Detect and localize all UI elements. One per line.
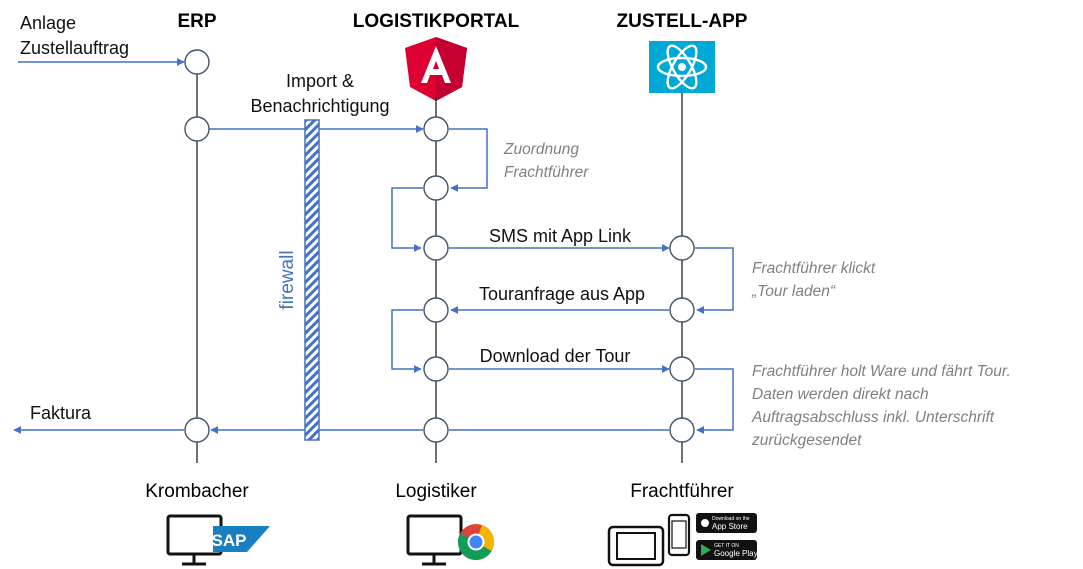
lane-header-erp: ERP (177, 11, 216, 32)
phone-icon (667, 513, 691, 557)
message-sms: SMS mit App Link (489, 226, 632, 246)
message-anlage-line2: Zustellauftrag (20, 38, 129, 58)
lane-header-app: ZUSTELL-APP (617, 11, 748, 32)
sap-logo-text: SAP (212, 531, 247, 550)
note-klickt-line1: Frachtführer klickt (752, 260, 876, 277)
node-portal-1 (423, 116, 449, 142)
node-portal-5 (423, 356, 449, 382)
loop-zuordnung (449, 128, 488, 192)
node-portal-6 (423, 417, 449, 443)
message-import-line1: Import & (286, 71, 354, 91)
note-klickt-line2: „Tour laden“ (751, 283, 836, 300)
google-play-small-text: GET IT ON (714, 543, 739, 549)
angular-logo (405, 37, 467, 101)
node-portal-4 (423, 297, 449, 323)
actor-erp: Krombacher (145, 481, 249, 502)
note-zuordnung-line1: Zuordnung (503, 141, 579, 158)
tablet-icon (607, 525, 665, 567)
node-erp-3 (184, 417, 210, 443)
chrome-icon (457, 524, 495, 561)
note-zuordnung-line2: Frachtführer (504, 164, 589, 181)
message-import-line2: Benachrichtigung (250, 96, 389, 116)
app-store-small-text: Download on the (712, 516, 750, 522)
firewall-label: firewall (277, 250, 298, 309)
node-portal-3 (423, 235, 449, 261)
app-store-big-text: App Store (712, 522, 748, 531)
note-holt-line3: Auftragsabschluss inkl. Unterschrift (751, 409, 995, 426)
google-play-badge: GET IT ON Google Play (696, 540, 758, 560)
node-erp-1 (184, 49, 210, 75)
node-app-3 (669, 356, 695, 382)
node-portal-2 (423, 175, 449, 201)
node-app-4 (669, 417, 695, 443)
google-play-big-text: Google Play (714, 549, 758, 558)
note-holt-line1: Frachtführer holt Ware und fährt Tour. (752, 363, 1011, 380)
loop-tour-laden (695, 247, 734, 314)
monitor-icon (406, 514, 463, 566)
message-faktura: Faktura (30, 403, 92, 423)
note-holt-line2: Daten werden direkt nach (752, 386, 929, 403)
node-app-2 (669, 297, 695, 323)
nodes (184, 49, 695, 443)
node-app-1 (669, 235, 695, 261)
sap-logo: SAP (212, 526, 270, 552)
lane-header-portal: LOGISTIKPORTAL (353, 11, 520, 32)
message-anlage-line1: Anlage (20, 13, 76, 33)
react-logo (649, 41, 715, 93)
message-download: Download der Tour (480, 346, 631, 366)
message-touranfrage: Touranfrage aus App (479, 284, 645, 304)
loop-to-download (391, 309, 423, 373)
app-store-badge: Download on the App Store (696, 513, 757, 533)
loop-to-sms (391, 187, 423, 252)
actor-portal: Logistiker (395, 481, 477, 502)
node-erp-2 (184, 116, 210, 142)
firewall-bar (304, 119, 320, 441)
actor-app: Frachtführer (630, 481, 734, 502)
loop-holt-ware (695, 368, 734, 434)
monitor-icon (166, 514, 223, 566)
note-holt-line4: zurückgesendet (751, 432, 862, 449)
